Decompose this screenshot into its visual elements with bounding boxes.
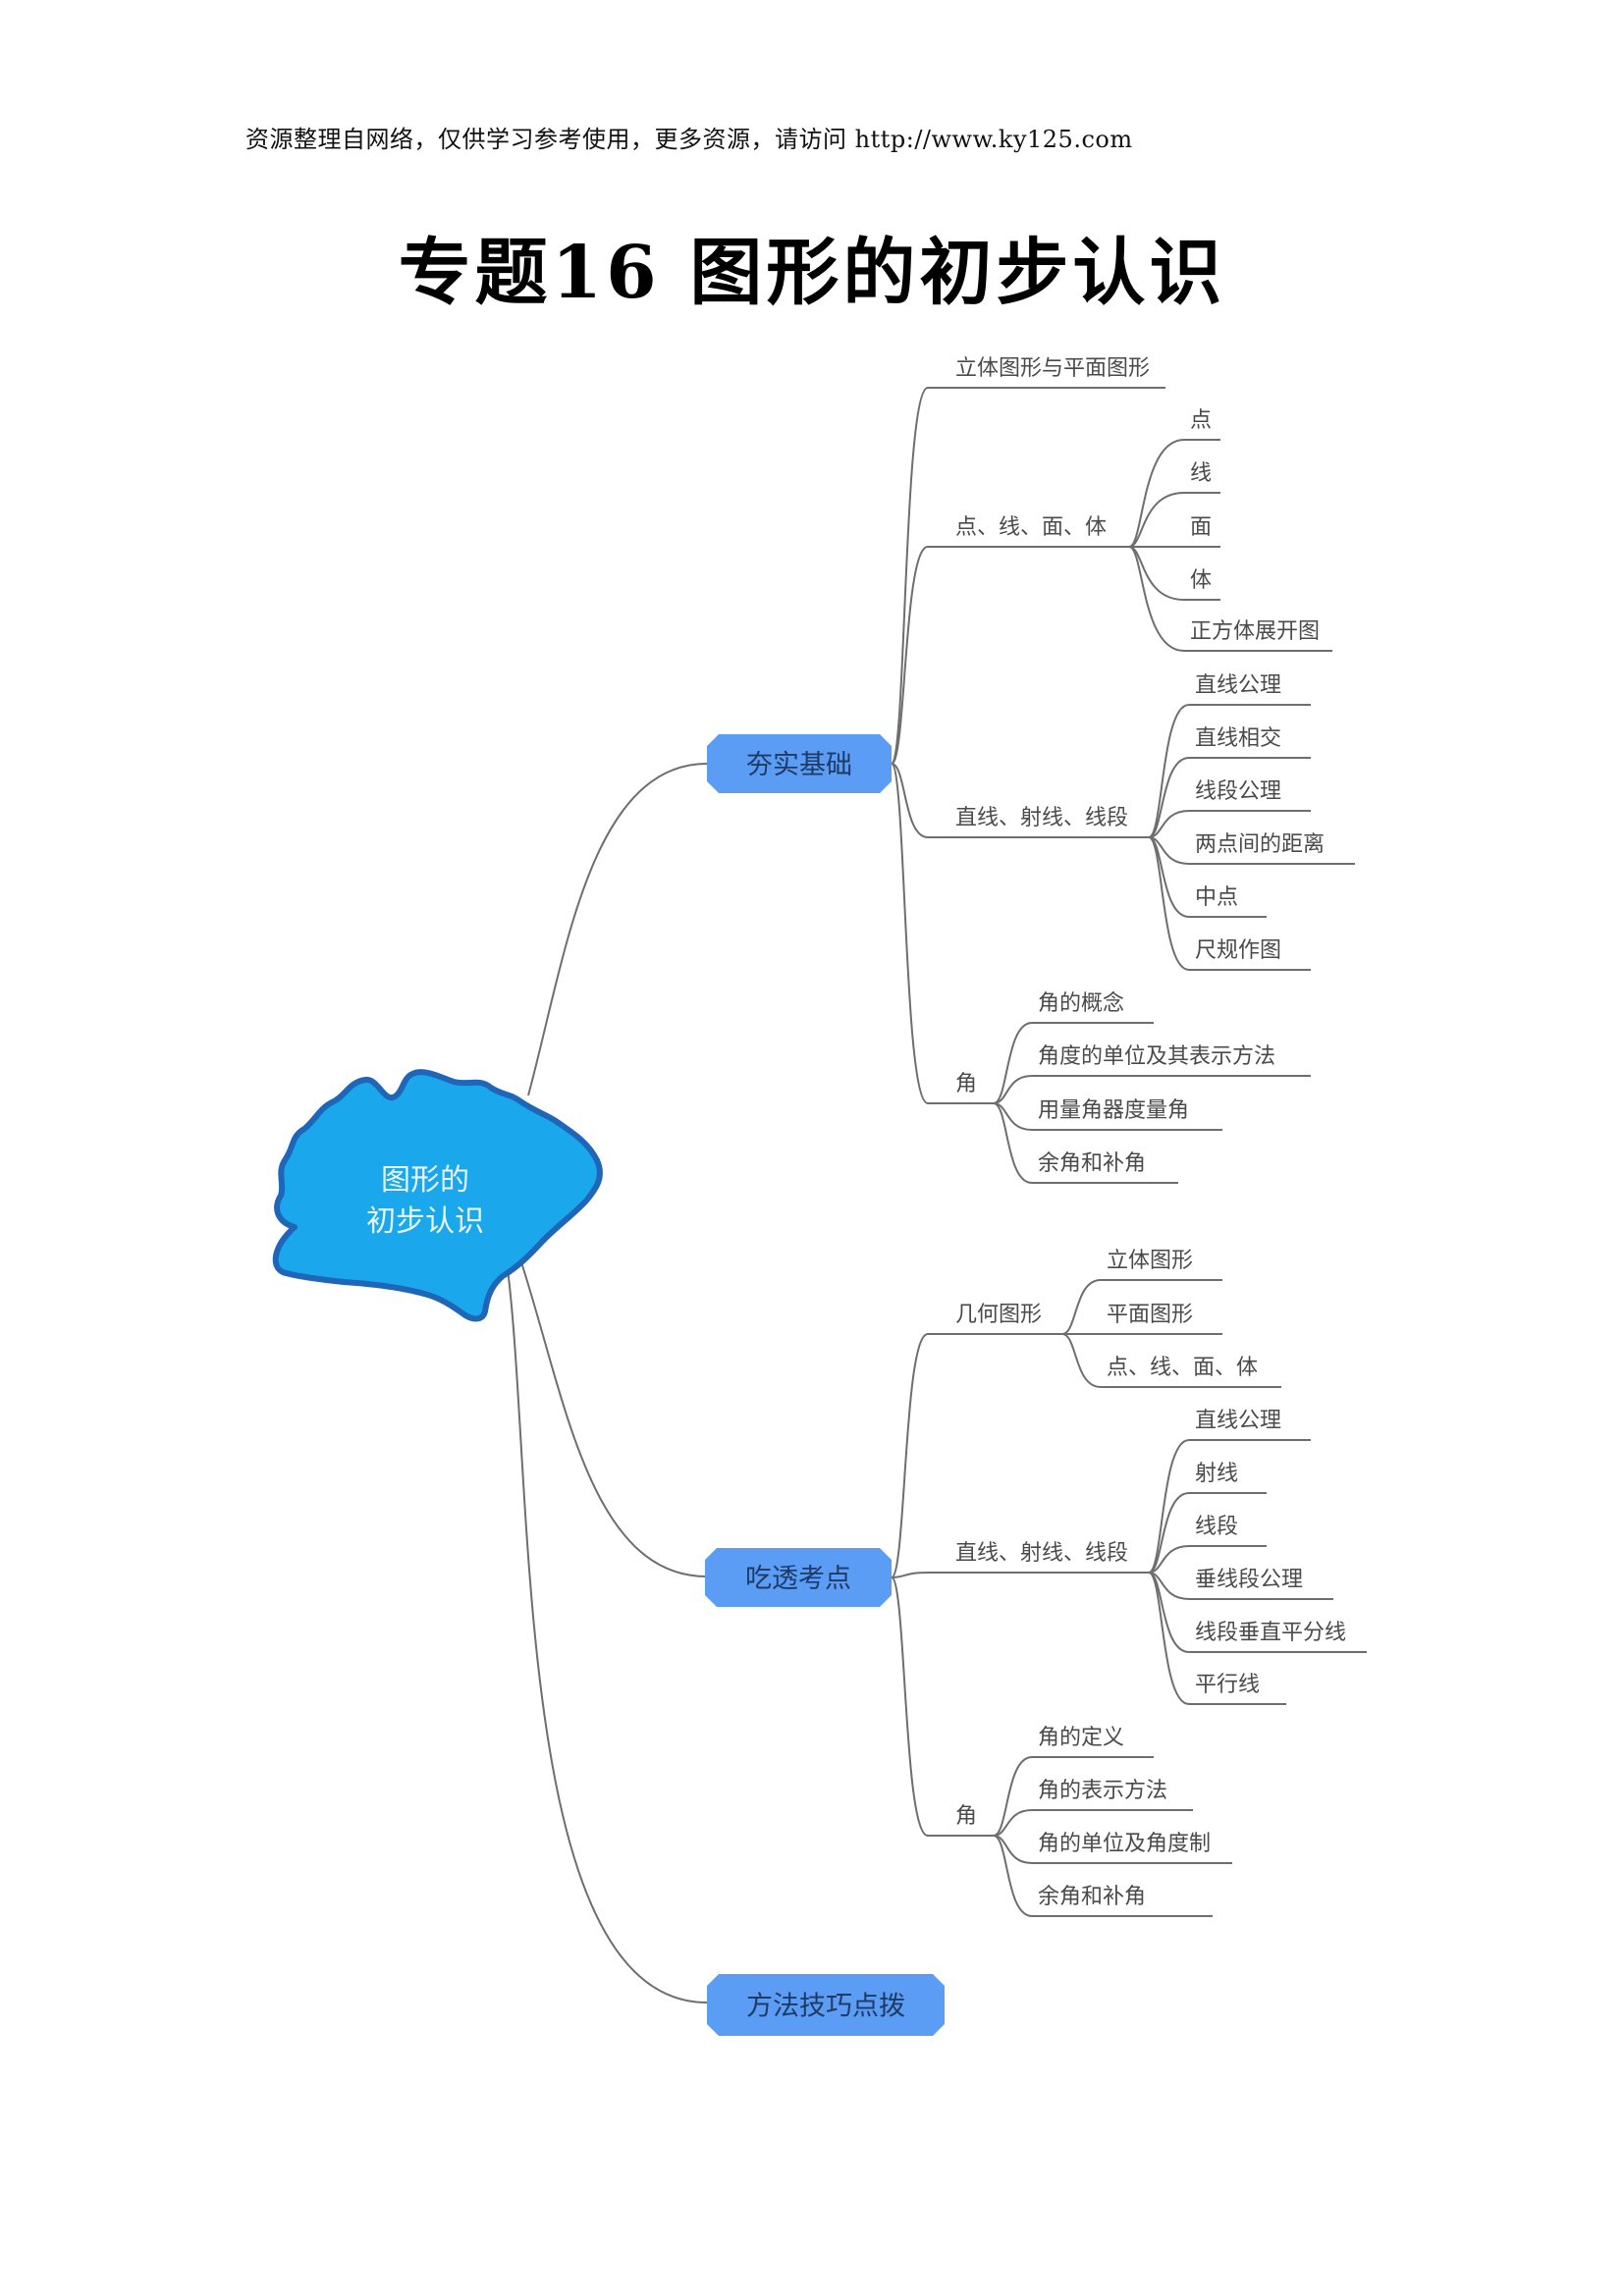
branch-node-label: 吃透考点 (745, 1564, 851, 1594)
subtopic-label[interactable]: 线段 (1195, 1515, 1238, 1539)
subtopic-label[interactable]: 线段垂直平分线 (1195, 1621, 1346, 1645)
subtopic-label[interactable]: 直线公理 (1195, 1409, 1281, 1433)
root-node-shape[interactable] (272, 1069, 603, 1322)
branch-node-shape[interactable] (707, 1974, 945, 2036)
connector-l3 (1128, 439, 1185, 548)
topic-label[interactable]: 直线、射线、线段 (955, 1541, 1128, 1566)
connector-l2 (891, 387, 929, 765)
connector-l3 (1148, 1572, 1190, 1705)
connector-l3 (1148, 1492, 1190, 1574)
subtopic-label[interactable]: 线段公理 (1195, 779, 1281, 804)
connector-l2 (891, 1576, 929, 1837)
connector-l3 (993, 1835, 1033, 1917)
subtopic-label[interactable]: 余角和补角 (1038, 1885, 1146, 1909)
topic-label[interactable]: 角 (955, 1072, 977, 1096)
connector-l3 (1128, 546, 1185, 601)
subtopic-label[interactable]: 线 (1190, 461, 1212, 486)
subtopic-label[interactable]: 尺规作图 (1195, 938, 1281, 963)
subtopic-label[interactable]: 立体图形 (1107, 1249, 1193, 1273)
connector-l2 (891, 546, 929, 765)
subtopic-label[interactable]: 角的表示方法 (1038, 1779, 1167, 1803)
subtopic-label[interactable]: 角的概念 (1038, 991, 1124, 1016)
subtopic-label[interactable]: 中点 (1195, 885, 1238, 910)
subtopic-label[interactable]: 体 (1190, 568, 1212, 593)
connector-l2 (891, 1572, 929, 1578)
document-title: 专题16 图形的初步认识 (398, 231, 1226, 315)
connector-l3 (1061, 1333, 1102, 1388)
connector-l3 (1148, 1439, 1190, 1574)
connector-l2 (891, 763, 929, 838)
connector-l3 (993, 1102, 1033, 1184)
subtopic-label[interactable]: 直线公理 (1195, 673, 1281, 698)
subtopic-label[interactable]: 用量角器度量角 (1038, 1098, 1189, 1123)
root-label-line-1: 图形的 (381, 1163, 469, 1198)
subtopic-label[interactable]: 射线 (1195, 1462, 1238, 1486)
source-note: 资源整理自网络，仅供学习参考使用，更多资源，请访问 http://www.ky1… (245, 126, 1133, 153)
branch-node-label: 方法技巧点拨 (746, 1992, 905, 2022)
topic-label[interactable]: 立体图形与平面图形 (955, 356, 1150, 381)
connector-l3 (1148, 757, 1190, 838)
branch-node-shape[interactable] (707, 734, 892, 793)
topic-label[interactable]: 角 (955, 1804, 977, 1829)
connector-root-branch-2 (506, 1260, 708, 2003)
subtopic-label[interactable]: 面 (1190, 515, 1212, 540)
connector-l3 (1148, 704, 1190, 838)
subtopic-label[interactable]: 角的单位及角度制 (1038, 1832, 1211, 1856)
subtopic-label[interactable]: 平面图形 (1107, 1303, 1193, 1327)
mind-map-branches: 夯实基础立体图形与平面图形点、线、面、体点线面体正方体展开图直线、射线、线段直线… (705, 356, 1367, 2036)
branch-node-2[interactable]: 方法技巧点拨 (707, 1974, 945, 2036)
connector-l3 (1148, 836, 1190, 971)
topic-label[interactable]: 点、线、面、体 (955, 515, 1107, 540)
connector-l2 (891, 1333, 929, 1578)
branch-node-0[interactable]: 夯实基础 (707, 734, 892, 793)
connector-l3 (1148, 1545, 1190, 1574)
subtopic-label[interactable]: 垂线段公理 (1195, 1568, 1303, 1592)
subtopic-label[interactable]: 两点间的距离 (1195, 832, 1325, 857)
subtopic-label[interactable]: 直线相交 (1195, 726, 1281, 751)
root-label-line-2: 初步认识 (366, 1204, 484, 1239)
subtopic-label[interactable]: 正方体展开图 (1190, 619, 1320, 644)
connector-l3 (1148, 810, 1190, 838)
subtopic-label[interactable]: 点、线、面、体 (1107, 1356, 1258, 1380)
branch-node-label: 夯实基础 (746, 750, 852, 780)
subtopic-label[interactable]: 余角和补角 (1038, 1151, 1146, 1176)
connector-l3 (1128, 492, 1185, 548)
connector-l3 (993, 1075, 1033, 1104)
connector-l3 (1061, 1279, 1102, 1335)
connector-root-branch-0 (527, 763, 708, 1096)
connector-l2 (891, 763, 929, 1104)
subtopic-label[interactable]: 点 (1190, 408, 1212, 433)
connector-l3 (993, 1756, 1033, 1837)
topic-label[interactable]: 几何图形 (955, 1303, 1042, 1327)
connector-l3 (993, 1809, 1033, 1837)
subtopic-label[interactable]: 角度的单位及其表示方法 (1038, 1044, 1275, 1069)
subtopic-label[interactable]: 角的定义 (1038, 1726, 1124, 1750)
branch-node-1[interactable]: 吃透考点 (705, 1548, 892, 1607)
subtopic-label[interactable]: 平行线 (1195, 1673, 1260, 1697)
topic-label[interactable]: 直线、射线、线段 (955, 806, 1128, 830)
connector-l3 (1128, 546, 1185, 652)
branch-node-shape[interactable] (705, 1548, 892, 1607)
connector-root-branch-1 (519, 1258, 708, 1577)
connector-l3 (993, 1022, 1033, 1104)
